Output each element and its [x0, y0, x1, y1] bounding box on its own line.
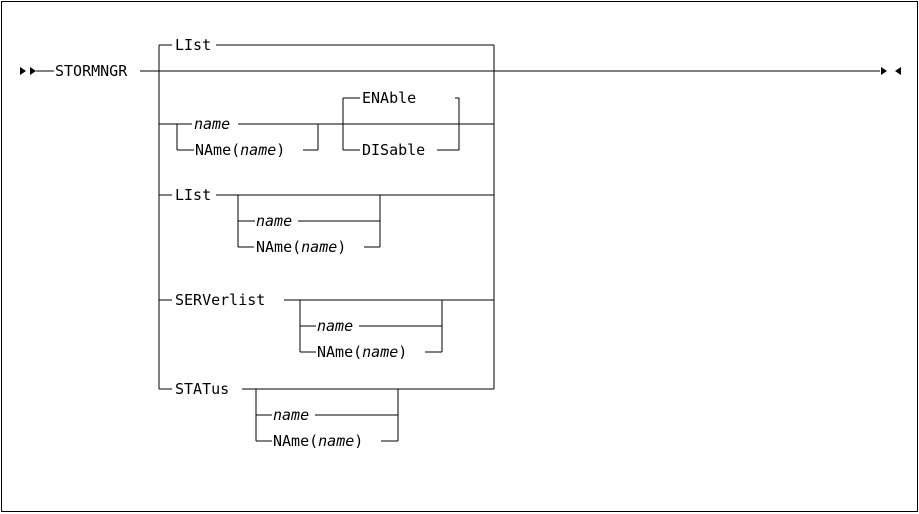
list-operand-name-keyword: NAme(name): [256, 238, 346, 256]
status-operand-name: name: [273, 406, 309, 424]
status-keyword: STATus: [175, 380, 229, 398]
disable-keyword: DISable: [362, 141, 425, 159]
operand-name: name: [194, 115, 230, 133]
operand-name-keyword: NAme(name): [195, 141, 285, 159]
enable-keyword: ENAble: [362, 89, 416, 107]
default-list-keyword: LIst: [175, 36, 211, 54]
start-marker-icon: [20, 67, 36, 75]
serverlist-operand-name: name: [317, 317, 353, 335]
command-name: STORMNGR: [55, 62, 128, 80]
list-operand-name: name: [256, 212, 292, 230]
status-operand-name-keyword: NAme(name): [273, 432, 363, 450]
end-marker-icon: [881, 67, 901, 75]
serverlist-keyword: SERVerlist: [175, 291, 265, 309]
list-keyword: LIst: [175, 186, 211, 204]
serverlist-operand-name-keyword: NAme(name): [317, 343, 407, 361]
